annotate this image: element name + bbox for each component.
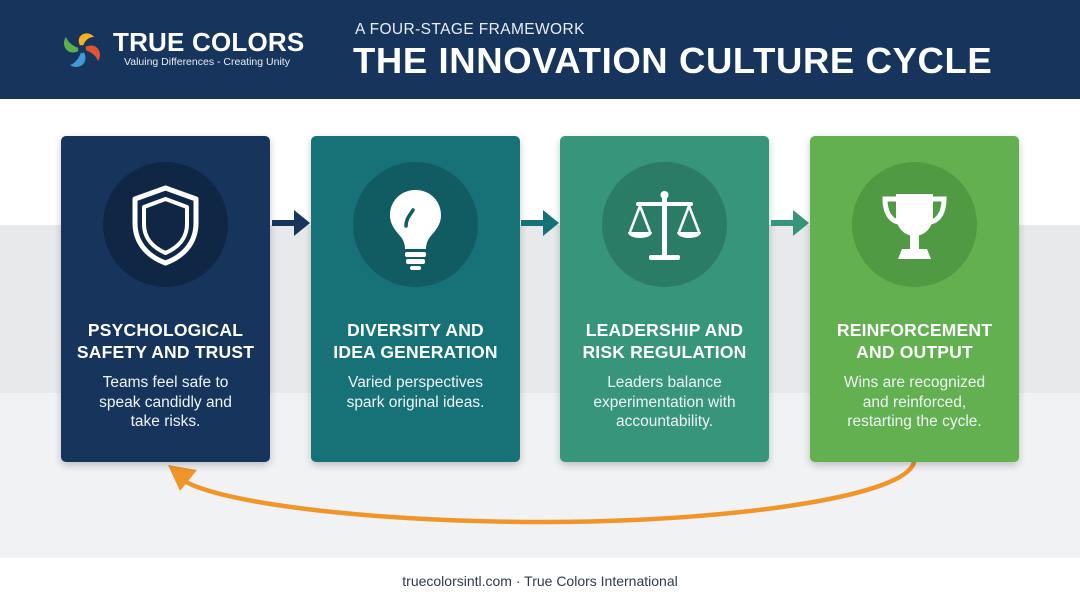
trophy-icon <box>852 162 977 287</box>
arrow-right-icon <box>769 206 811 240</box>
true-colors-swirl-icon <box>58 25 106 73</box>
page-title: THE INNOVATION CULTURE CYCLE <box>353 40 993 81</box>
header-banner: TRUE COLORS Valuing Differences - Creati… <box>0 0 1080 99</box>
shield-icon <box>103 162 228 287</box>
logo-name: TRUE COLORS <box>113 27 305 57</box>
page-kicker: A FOUR-STAGE FRAMEWORK <box>355 21 585 38</box>
arrow-right-icon <box>519 206 561 240</box>
logo-tagline: Valuing Differences - Creating Unity <box>124 56 290 68</box>
balance-scale-icon <box>602 162 727 287</box>
background-band <box>0 558 1080 603</box>
footer-text: truecolorsintl.com · True Colors Interna… <box>402 573 678 589</box>
lightbulb-icon <box>353 162 478 287</box>
arrow-right-icon <box>270 206 312 240</box>
